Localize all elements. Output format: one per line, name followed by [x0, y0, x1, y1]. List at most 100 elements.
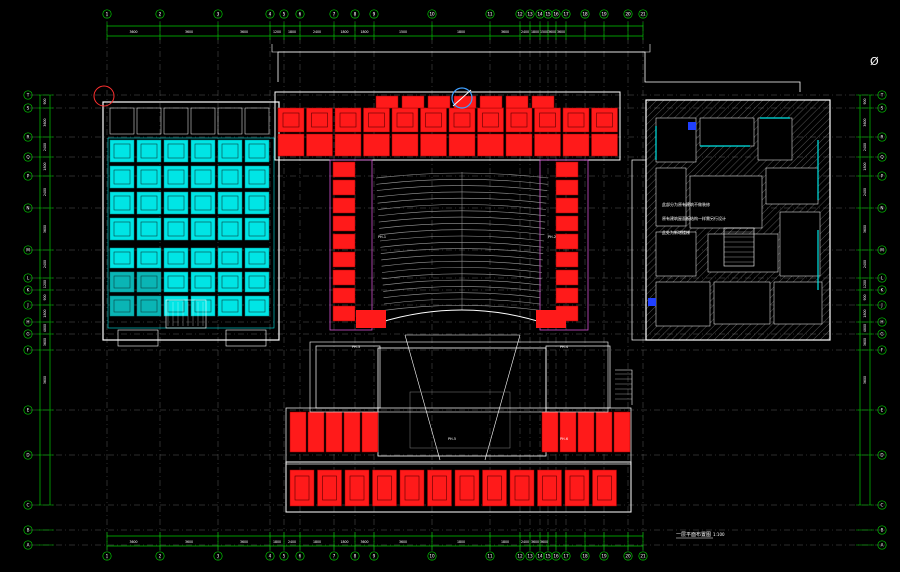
column-axis-label-circle	[329, 551, 339, 561]
dimension-value: 1800	[43, 309, 47, 317]
column-axis-label-circle	[427, 551, 437, 561]
column-axis-label-circle	[561, 9, 571, 19]
column-axis-label-circle	[638, 9, 648, 19]
service-room	[217, 107, 243, 135]
dimension-value: 900	[43, 294, 47, 300]
dimension-value: 2400	[313, 30, 321, 34]
lobby-ceiling-panel-inset	[596, 112, 613, 128]
ceiling-panel-inset	[221, 221, 239, 237]
column-axis-label: 20	[625, 554, 631, 559]
lobby-ceiling-panel	[363, 107, 390, 133]
side-aisle-panel	[555, 179, 579, 196]
ceiling-panel-inset	[140, 299, 158, 313]
row-axis-label: F	[881, 348, 884, 353]
ceiling-panel	[190, 139, 216, 163]
column-axis-label: 21	[640, 554, 646, 559]
column-axis-label: 21	[640, 12, 646, 17]
row-axis-label-circle	[23, 450, 33, 460]
dimension-value: 1800	[863, 309, 867, 317]
column-axis-label-circle	[525, 9, 535, 19]
ceiling-panel	[217, 271, 243, 293]
dimension-value: 1800	[863, 162, 867, 170]
lobby-ceiling-panel	[277, 107, 305, 133]
foyer-panel	[427, 95, 451, 109]
column-axis-label-circle	[485, 9, 495, 19]
column-axis-label: 15	[545, 12, 551, 17]
row-axis-label: S	[881, 106, 884, 111]
row-axis-label: P	[881, 174, 884, 179]
column-axis-label-circle	[265, 9, 275, 19]
lower-room-panel	[344, 469, 370, 507]
column-axis-label: 9	[373, 554, 376, 559]
lobby-ceiling-panel	[363, 133, 390, 157]
column-axis-label-circle	[535, 551, 545, 561]
dimension-value: 1800	[273, 540, 281, 544]
dimension-value: 1800	[457, 30, 465, 34]
ceiling-panel	[136, 247, 162, 269]
entrance	[117, 329, 159, 347]
existing-room	[699, 117, 755, 147]
ceiling-panel	[244, 191, 270, 215]
ceiling-panel-inset	[194, 221, 212, 237]
ceiling-panel	[163, 247, 189, 269]
lobby-ceiling-panel	[306, 133, 333, 157]
row-axis-label-circle	[877, 203, 887, 213]
backstage-room-panel	[541, 411, 559, 453]
room-tag: PH-5	[448, 437, 456, 441]
ceiling-panel-inset	[140, 195, 158, 211]
lobby-ceiling-panel-inset	[339, 112, 357, 128]
lower-room-panel	[399, 469, 425, 507]
column-axis-label-circle	[623, 551, 633, 561]
stage-house	[377, 347, 547, 457]
room-tag: PH-4	[560, 345, 568, 349]
lower-room-panel	[454, 469, 480, 507]
room-tag: PH-6	[560, 437, 568, 441]
row-axis-label-circle	[23, 329, 33, 339]
ceiling-panel	[217, 165, 243, 189]
row-axis-label-circle	[23, 171, 33, 181]
dimension-value: 1200	[43, 280, 47, 288]
dimension-value: 1800	[501, 540, 509, 544]
side-aisle-panel	[332, 197, 356, 214]
ceiling-panel-inset	[140, 169, 158, 185]
lobby-ceiling-panel-inset	[482, 112, 499, 128]
lower-room-panel	[564, 469, 590, 507]
column-axis-label-circle	[515, 551, 525, 561]
ceiling-panel-inset	[194, 143, 212, 159]
ceiling-panel	[163, 295, 189, 317]
dimension-value: 2400	[43, 143, 47, 151]
lower-room-panel-inset	[514, 475, 530, 501]
dimension-value: 2400	[43, 188, 47, 196]
side-aisle-panel	[555, 269, 579, 286]
entrance	[225, 329, 267, 347]
side-aisle-panel	[332, 269, 356, 286]
dimension-value: 900	[863, 294, 867, 300]
existing-room	[655, 231, 697, 277]
row-axis-label-circle	[23, 103, 33, 113]
stair	[165, 299, 207, 329]
column-axis-label-circle	[102, 9, 112, 19]
service-room	[136, 107, 162, 135]
ceiling-panel	[163, 191, 189, 215]
column-axis-label: 12	[517, 554, 523, 559]
dimension-value: 2400	[43, 260, 47, 268]
column-axis-label: 14	[537, 554, 543, 559]
ceiling-panel-inset	[221, 299, 239, 313]
row-axis-label-circle	[877, 132, 887, 142]
column-axis-label-circle	[350, 551, 360, 561]
backstage-room-panel	[361, 411, 379, 453]
service-room	[244, 107, 270, 135]
column-axis-label-circle	[543, 9, 553, 19]
row-axis-label-circle	[23, 525, 33, 535]
lobby-ceiling-panel-inset	[567, 112, 585, 128]
dimension-value: 3600	[557, 30, 565, 34]
dimension-value: 3600	[548, 30, 556, 34]
backstage-room-panel	[343, 411, 361, 453]
row-axis-label-circle	[877, 450, 887, 460]
lower-room-panel	[372, 469, 397, 507]
ceiling-panel	[136, 295, 162, 317]
lobby-ceiling-panel	[334, 133, 362, 157]
stage-trap	[409, 391, 511, 449]
column-axis-label: 11	[487, 554, 493, 559]
